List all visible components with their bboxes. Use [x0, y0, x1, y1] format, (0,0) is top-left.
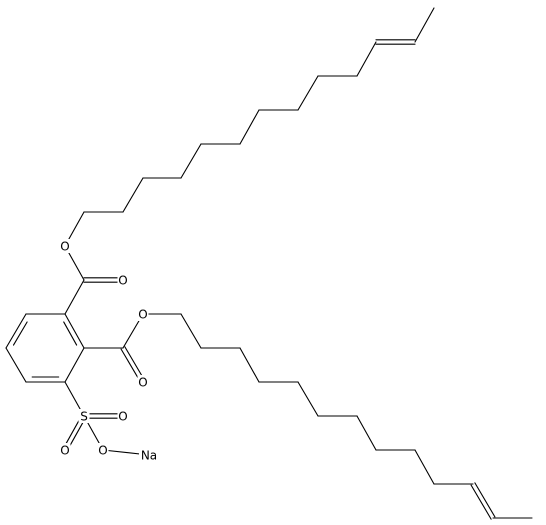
ring-bond-5-b [12, 321, 28, 346]
atom-label-o-ester2: O [138, 308, 147, 322]
atom-label-background [139, 448, 159, 462]
lower-chain-bond [297, 381, 319, 417]
ring-bond-5-a [5, 313, 27, 349]
upper-chain-bond [122, 177, 144, 213]
atom-label-layer: O O O O S O O O Na [59, 239, 159, 463]
atom-label-o-carbonyl1: O [118, 274, 127, 288]
atom-label-o-sulfonate: O [98, 444, 107, 458]
lower-chain-bond [180, 313, 202, 349]
bond-layer [5, 7, 533, 520]
upper-chain-bond [414, 7, 435, 43]
upper-chain-bond [180, 143, 202, 179]
atom-label-o-carbonyl2: O [138, 376, 147, 390]
atom-label-o-sulfonyl1: O [60, 444, 69, 458]
atom-label-s: S [80, 410, 88, 424]
lower-chain-alkene-bond-a [470, 484, 492, 520]
atom-label-o-sulfonyl2: O [118, 410, 127, 424]
atom-label-background [137, 307, 149, 321]
ring-bond-4 [5, 347, 27, 383]
atom-label-background [59, 239, 71, 253]
atom-label-background [117, 409, 129, 423]
upper-chain-bond [356, 41, 377, 77]
ring-bond-1-b [63, 321, 78, 346]
ring-bond-2 [64, 347, 85, 383]
upper-chain-bond [297, 75, 319, 111]
ring-bond-1-a [64, 313, 85, 349]
lower-chain-bond [414, 449, 435, 485]
atom-label-background [137, 375, 149, 389]
atom-label-na: Na [141, 449, 157, 463]
atom-label-background [117, 273, 129, 287]
ester1-bond [64, 279, 85, 315]
atom-label-o-ester1: O [60, 240, 69, 254]
atom-label-background [78, 409, 90, 423]
lower-chain-bond [239, 347, 260, 383]
upper-chain-bond [239, 109, 260, 145]
lower-chain-bond [356, 415, 377, 451]
atom-label-background [97, 443, 109, 457]
atom-label-background [59, 443, 71, 457]
lower-chain-alkene-bond-b [474, 482, 496, 518]
